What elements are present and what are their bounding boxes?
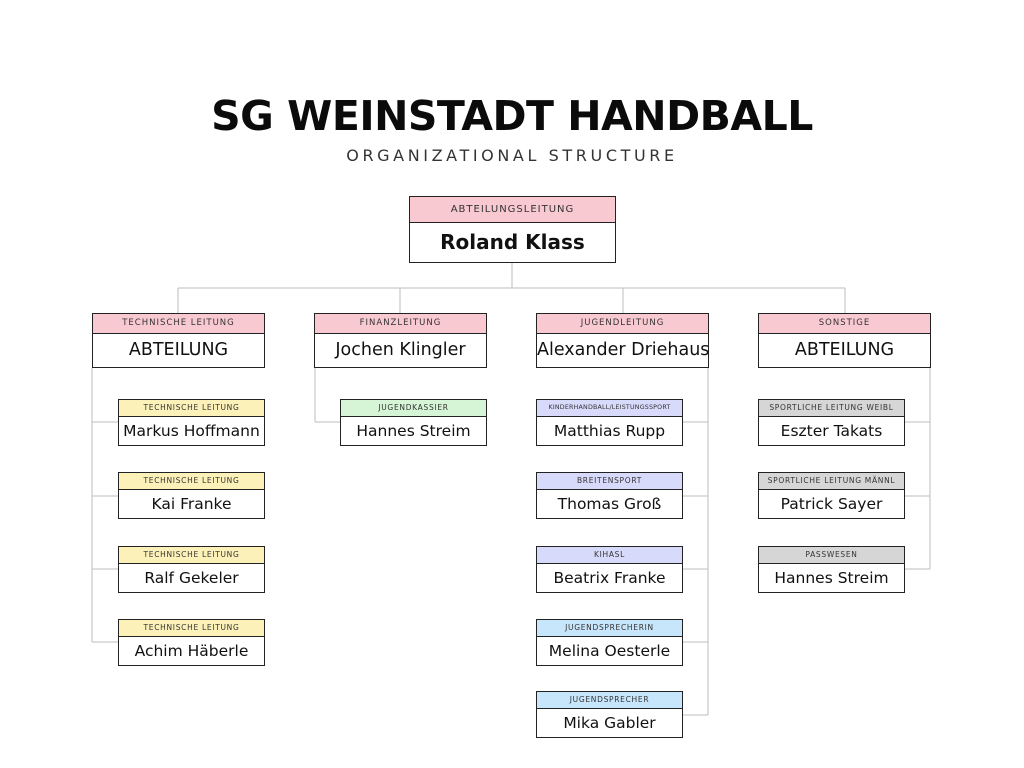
member-name: Hannes Streim [774, 569, 889, 587]
member-name: Patrick Sayer [780, 495, 883, 513]
member-name: Thomas Groß [557, 495, 662, 513]
member-node: TECHNISCHE LEITUNG Markus Hoffmann [118, 399, 265, 446]
member-role: PASSWESEN [759, 547, 904, 564]
department-role: JUGENDLEITUNG [537, 314, 708, 334]
member-role: SPORTLICHE LEITUNG WEIBL [759, 400, 904, 417]
member-role: JUGENDSPRECHER [537, 692, 682, 709]
department-node-sonstige: SONSTIGE ABTEILUNG [758, 313, 931, 368]
member-role: TECHNISCHE LEITUNG [119, 400, 264, 417]
member-node: KIHASL Beatrix Franke [536, 546, 683, 593]
department-node-jugendleitung: JUGENDLEITUNG Alexander Driehaus [536, 313, 709, 368]
department-node-technische-leitung: TECHNISCHE LEITUNG ABTEILUNG [92, 313, 265, 368]
member-name: Melina Oesterle [548, 642, 671, 660]
member-name: Kai Franke [151, 495, 232, 513]
member-role: KIHASL [537, 547, 682, 564]
member-node: PASSWESEN Hannes Streim [758, 546, 905, 593]
member-node: TECHNISCHE LEITUNG Achim Häberle [118, 619, 265, 666]
department-name: ABTEILUNG [128, 340, 229, 360]
member-node: SPORTLICHE LEITUNG MÄNNL Patrick Sayer [758, 472, 905, 519]
member-node: TECHNISCHE LEITUNG Ralf Gekeler [118, 546, 265, 593]
member-node: SPORTLICHE LEITUNG WEIBL Eszter Takats [758, 399, 905, 446]
member-name: Matthias Rupp [553, 422, 666, 440]
member-name: Hannes Streim [356, 422, 471, 440]
member-name: Achim Häberle [134, 642, 249, 660]
member-name: Eszter Takats [780, 422, 883, 440]
root-name: Roland Klass [440, 230, 585, 254]
member-role: BREITENSPORT [537, 473, 682, 490]
department-role: FINANZLEITUNG [315, 314, 486, 334]
page-title: SG WEINSTADT HANDBALL [211, 92, 813, 140]
member-role: JUGENDKASSIER [341, 400, 486, 417]
member-node: BREITENSPORT Thomas Groß [536, 472, 683, 519]
root-role: ABTEILUNGSLEITUNG [410, 197, 615, 223]
member-node: JUGENDSPRECHER Mika Gabler [536, 691, 683, 738]
page-subtitle: ORGANIZATIONAL STRUCTURE [346, 146, 678, 165]
department-role: SONSTIGE [759, 314, 930, 334]
member-role: TECHNISCHE LEITUNG [119, 547, 264, 564]
department-name: ABTEILUNG [794, 340, 895, 360]
member-role: JUGENDSPRECHERIN [537, 620, 682, 637]
member-role: KINDERHANDBALL/LEISTUNGSSPORT [537, 400, 682, 417]
member-role: TECHNISCHE LEITUNG [119, 473, 264, 490]
member-name: Markus Hoffmann [123, 422, 260, 440]
member-role: TECHNISCHE LEITUNG [119, 620, 264, 637]
department-name: Alexander Driehaus [537, 340, 710, 360]
department-role: TECHNISCHE LEITUNG [93, 314, 264, 334]
member-name: Ralf Gekeler [144, 569, 239, 587]
member-node: KINDERHANDBALL/LEISTUNGSSPORT Matthias R… [536, 399, 683, 446]
department-name: Jochen Klingler [335, 340, 466, 360]
member-node: JUGENDSPRECHERIN Melina Oesterle [536, 619, 683, 666]
member-role: SPORTLICHE LEITUNG MÄNNL [759, 473, 904, 490]
member-node: TECHNISCHE LEITUNG Kai Franke [118, 472, 265, 519]
root-node: ABTEILUNGSLEITUNG Roland Klass [409, 196, 616, 263]
department-node-finanzleitung: FINANZLEITUNG Jochen Klingler [314, 313, 487, 368]
member-node: JUGENDKASSIER Hannes Streim [340, 399, 487, 446]
member-name: Mika Gabler [563, 714, 656, 732]
member-name: Beatrix Franke [553, 569, 666, 587]
